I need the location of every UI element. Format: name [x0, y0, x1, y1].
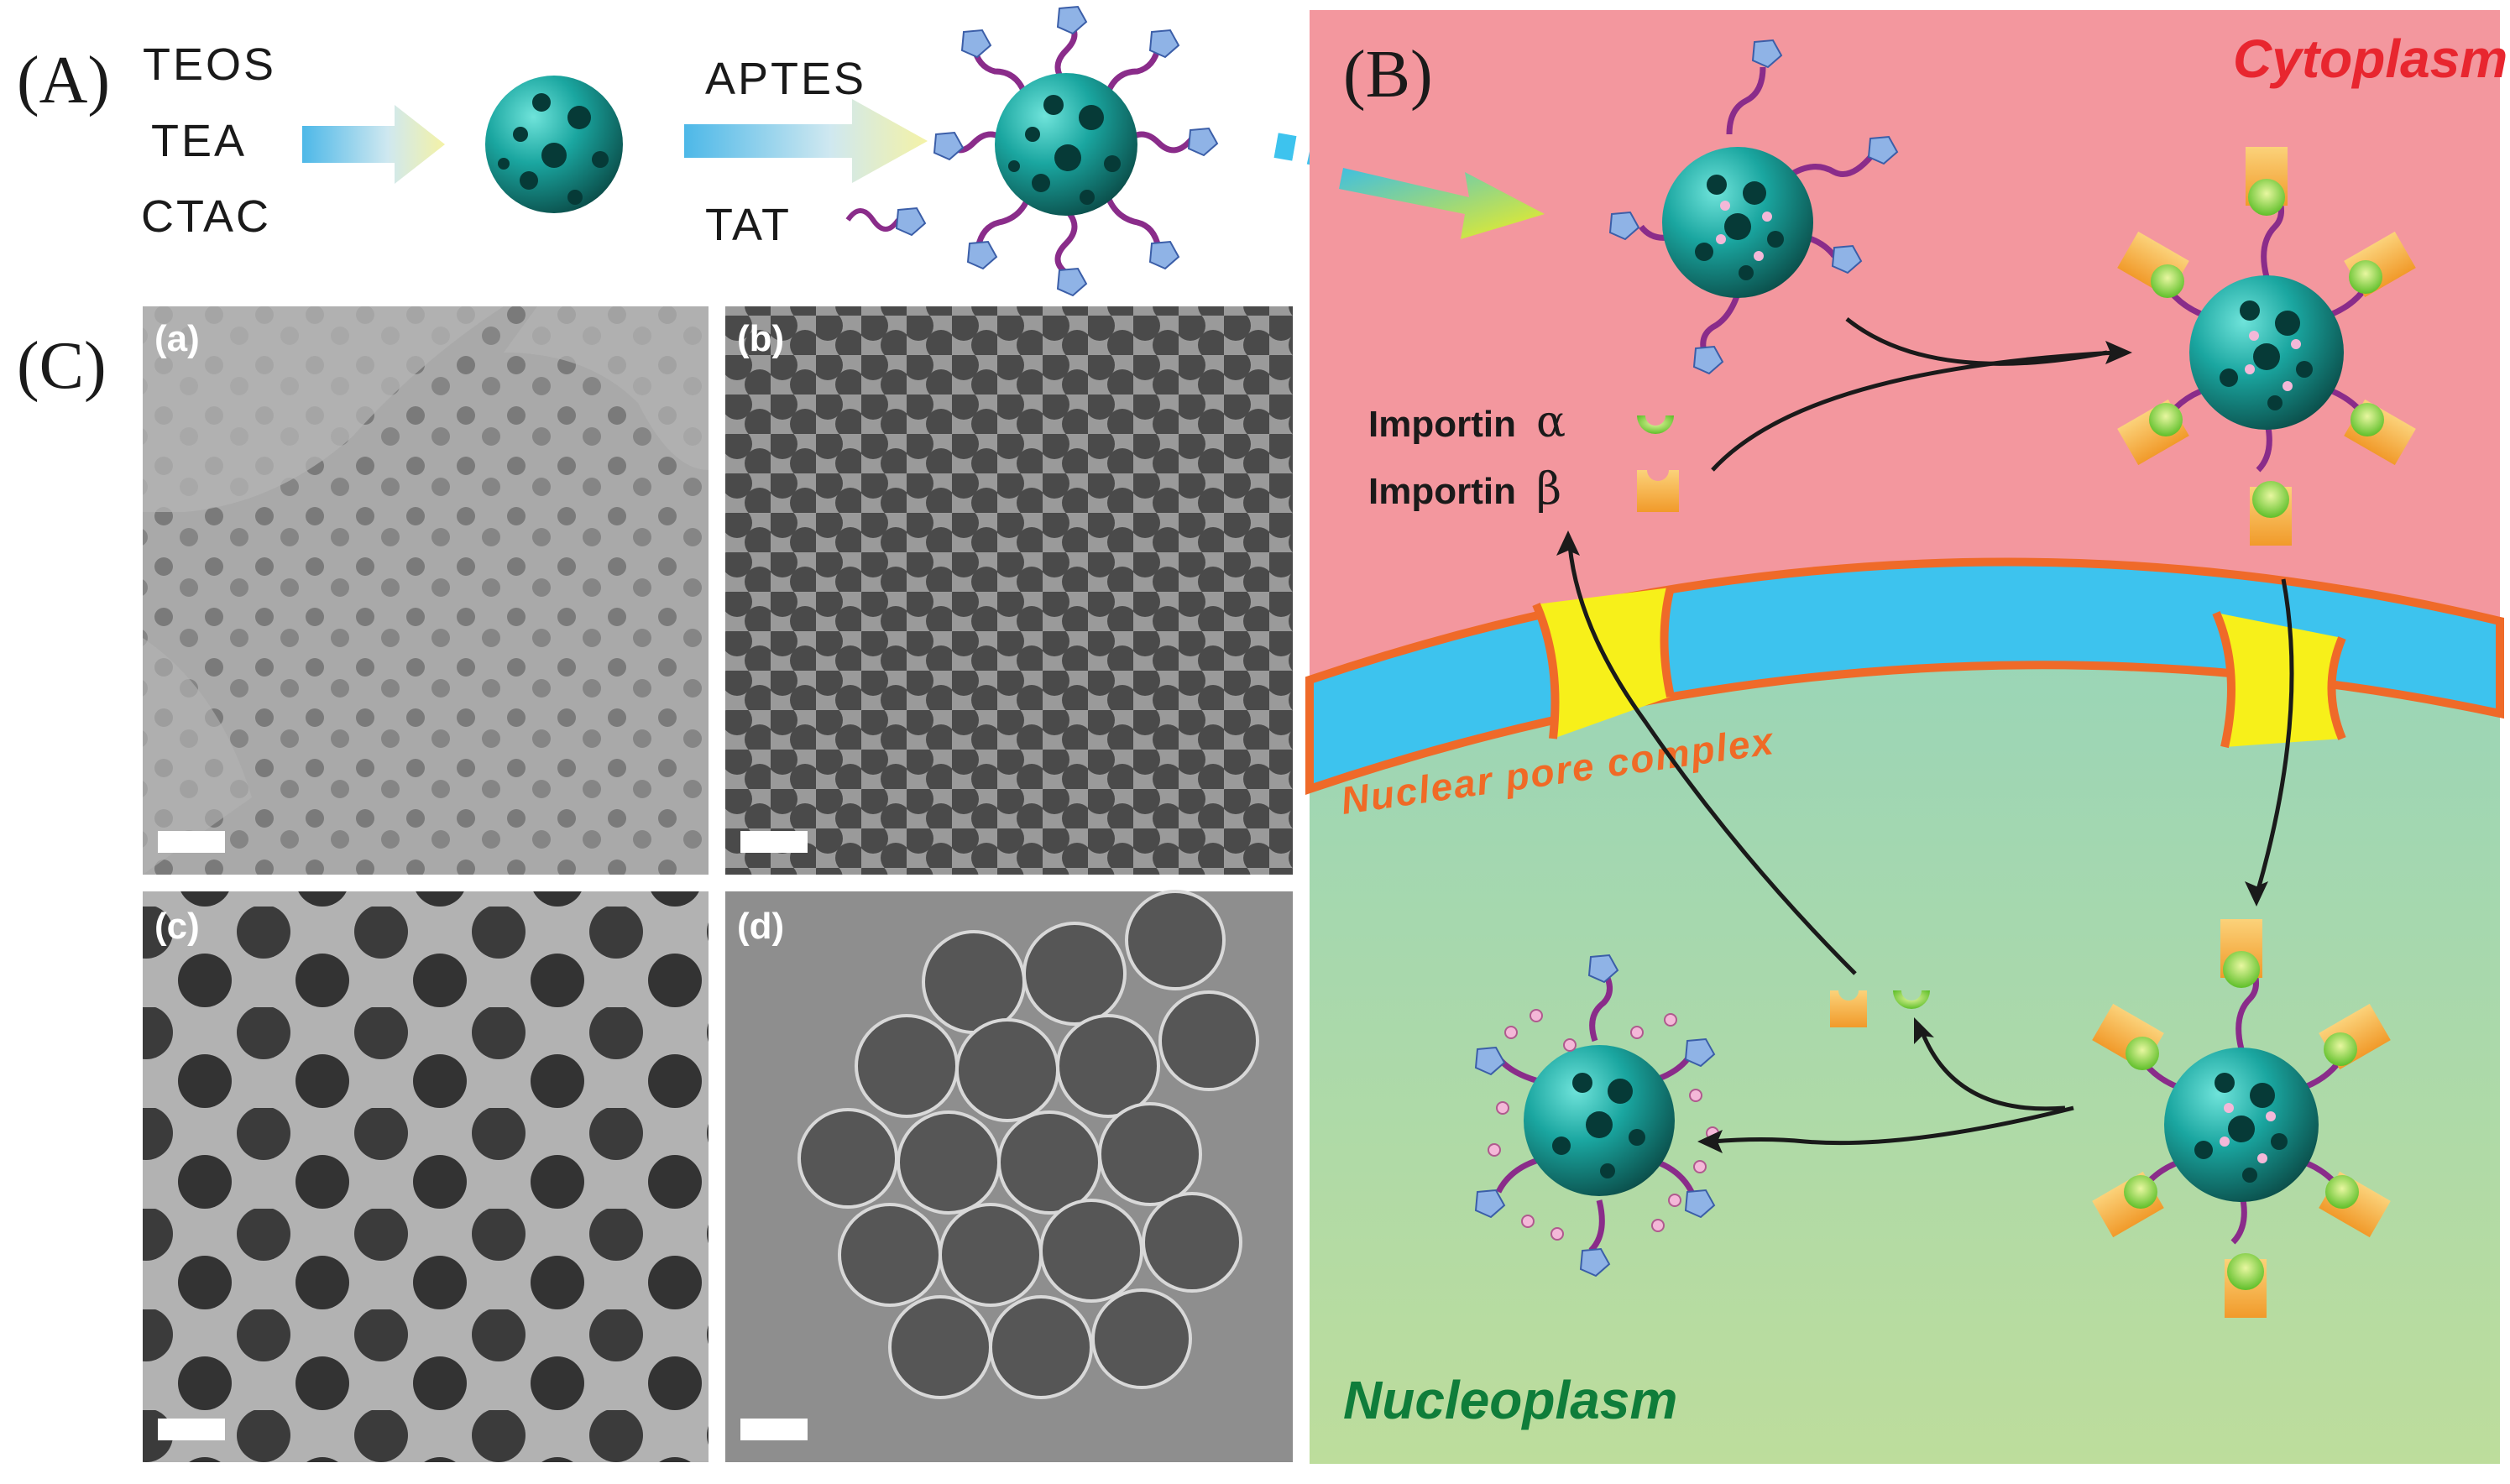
panel-c: (C) (a) (b) (c) [17, 306, 1293, 1462]
reagent-teos: TEOS [143, 39, 276, 90]
scale-bar-b [740, 831, 808, 853]
panel-b-label: (B) [1343, 38, 1433, 112]
uptake-arrow [1339, 168, 1545, 239]
tem-image-d: (d) [725, 890, 1293, 1462]
tat-nanoparticle [933, 5, 1219, 297]
importin-legend: Importin α Importin β [1368, 397, 1679, 515]
reagent-list-1: TEOS TEA CTAC [141, 39, 276, 242]
cytoplasm-label: Cytoplasm [2233, 29, 2507, 89]
importin-alpha-icon [1637, 415, 1674, 434]
synthesis-arrow-1 [302, 105, 445, 184]
scale-bar-c [158, 1419, 225, 1440]
arrow-importin-recycle [1567, 545, 1857, 975]
tem-label-c: (c) [154, 906, 200, 947]
arrow-translocation [2256, 578, 2294, 891]
pathway-arrows [1567, 317, 2294, 1146]
arrow-binding [1845, 317, 2108, 366]
reagent-aptes: APTES [705, 54, 866, 104]
importin-bound-nanoparticle-nucleus [2092, 919, 2391, 1318]
panel-a: (A) TEOS TEA CTAC APTES TAT [17, 5, 1338, 297]
importin-beta-label: Importin [1368, 471, 1516, 512]
tem-label-a: (a) [154, 318, 200, 359]
importin-bound-nanoparticle-cytoplasm [2117, 147, 2416, 546]
released-nanoparticle-nucleus [1474, 954, 1719, 1278]
panel-b: (B) Cytoplasm Nuclear pore complex Nucle… [1305, 10, 2507, 1464]
reagent-ctac: CTAC [141, 191, 271, 242]
tat-peptide-icon [845, 206, 927, 237]
tem-image-a: (a) [143, 306, 709, 875]
bare-nanoparticle [485, 76, 623, 213]
nucleoplasm-label: Nucleoplasm [1343, 1370, 1677, 1430]
arrow-importin-binding [1711, 350, 2116, 472]
tem-image-b: (b) [725, 306, 1293, 875]
nuclear-envelope [1305, 557, 2504, 795]
nuclear-pore-1 [1536, 588, 1671, 739]
importin-alpha-label: Importin [1368, 404, 1516, 445]
tem-label-b: (b) [737, 318, 784, 359]
importin-beta-icon [1637, 470, 1679, 512]
alpha-symbol: α [1536, 397, 1566, 447]
arrow-heads [1556, 341, 2268, 1153]
nuclear-pore-2 [2216, 613, 2342, 747]
reagent-tat: TAT [705, 200, 792, 250]
arrow-release [1712, 1105, 2074, 1146]
scale-bar-a [158, 831, 225, 853]
cytoplasm-nanoparticle [1608, 39, 1899, 375]
cytoplasm-region [1310, 10, 2500, 705]
tem-label-d: (d) [737, 906, 784, 947]
scale-bar-d [740, 1419, 808, 1440]
tem-image-c: (c) [143, 891, 709, 1462]
reagent-tea: TEA [151, 116, 247, 166]
arrow-importin-release [1920, 1032, 2066, 1111]
released-importins [1830, 990, 1930, 1027]
beta-symbol: β [1536, 464, 1561, 515]
panel-c-label: (C) [17, 329, 107, 403]
panel-a-label: (A) [17, 44, 110, 118]
synthesis-arrow-2 [684, 99, 928, 183]
